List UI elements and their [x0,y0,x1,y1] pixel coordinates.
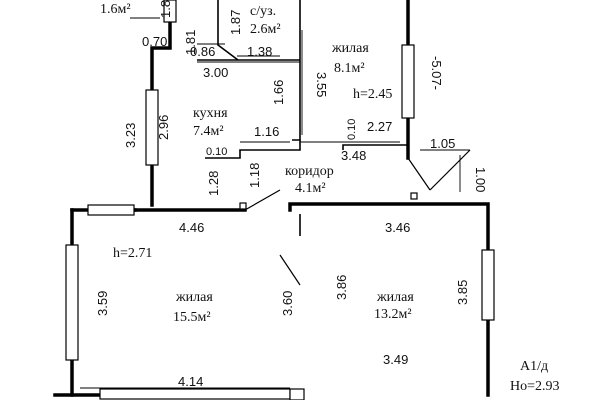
dim-label-1-00: 1.00 [473,167,488,192]
dim-label-3-86: 3.86 [334,275,349,300]
dim-label-1-16: 1.16 [254,124,279,139]
dim-label-3-55: 3.55 [314,72,329,97]
dim-label-1-8: 1.8 [158,0,173,18]
dim-label-2-27: 2.27 [367,119,392,134]
living-left-window [65,244,79,361]
dim-label-1-81: 1.81 [183,30,198,55]
dimension-lines [80,17,470,389]
dim-label-2-96: 2.96 [156,115,171,140]
living-door [279,254,301,286]
apartment-code: А1/д [520,359,548,374]
living-left-area: 15.5м² [173,310,211,325]
dim-label-3-48: 3.48 [341,148,366,163]
dim-label-0-10-b: 0.10 [346,119,358,140]
top-left-area: 1.6м² [100,2,131,17]
kitchen-name: кухня [193,106,228,121]
room-labels: 1.6м² с/уз. 2.6м² жилая 8.1м² h=2.45 кух… [100,2,414,325]
living-left-height: h=2.71 [113,246,152,261]
living-right-area: 13.2м² [374,307,412,322]
dim-label-0-86: 0.86 [190,44,215,59]
living-left-top-window [87,204,135,216]
corridor-door [244,189,281,211]
windows [65,0,495,400]
corridor-name: коридор [285,164,334,179]
dim-label-1-18: 1.18 [247,163,262,188]
dim-label-3-46: 3.46 [385,220,410,235]
top-left-window [163,0,177,23]
dim-label-0-70: 0.70 [142,34,167,49]
dimension-labels: 1.8 1.87 0.70 1.81 0.86 1.38 3.55 3.00 -… [95,0,488,389]
dim-label-4-46: 4.46 [179,220,204,235]
dim-label-3-00: 3.00 [203,65,228,80]
dim-label-5-07: -5.07- [429,56,444,90]
bedroom-small-name: жилая [331,41,369,56]
doors [239,149,471,286]
bathroom-name: с/уз. [250,4,276,19]
bedroom-small-bottom-wall [342,144,408,150]
walls [53,0,490,397]
kitchen-partition [205,140,301,159]
dim-label-3-85: 3.85 [455,280,470,305]
living-left-name: жилая [175,290,213,305]
dim-label-1-05: 1.05 [430,136,455,151]
radiator-marker-2 [410,192,418,200]
entry-block [289,388,305,400]
dim-label-3-49: 3.49 [383,352,408,367]
dim-label-3-60: 3.60 [280,291,295,316]
dim-label-3-59: 3.59 [95,291,110,316]
corridor-thin-wall [292,0,301,141]
living-right-name: жилая [376,290,414,305]
dim-label-0-10-a: 0.10 [206,146,227,158]
apartment-level: Но=2.93 [510,379,560,394]
bathroom-partition [217,0,239,61]
dim-label-1-66: 1.66 [271,80,286,105]
bathroom-area: 2.6м² [250,22,281,37]
bedroom-small-height: h=2.45 [353,87,392,102]
bottom-window [99,388,291,400]
bedroom-small-window [401,44,415,119]
entry-door [429,149,471,191]
kitchen-area: 7.4м² [193,124,224,139]
dim-label-3-23: 3.23 [123,123,138,148]
dim-label-1-87: 1.87 [228,10,243,35]
radiator-marker [239,202,247,210]
apartment-stamp: А1/д Но=2.93 [510,359,560,394]
kitchen-window [145,89,159,166]
living-right-window [481,249,495,321]
dim-label-1-28: 1.28 [206,171,221,196]
dim-label-1-38: 1.38 [247,44,272,59]
dim-label-4-14: 4.14 [178,374,203,389]
corridor-area: 4.1м² [295,181,326,196]
bedroom-small-area: 8.1м² [334,61,365,76]
bedroom-door [407,157,431,191]
